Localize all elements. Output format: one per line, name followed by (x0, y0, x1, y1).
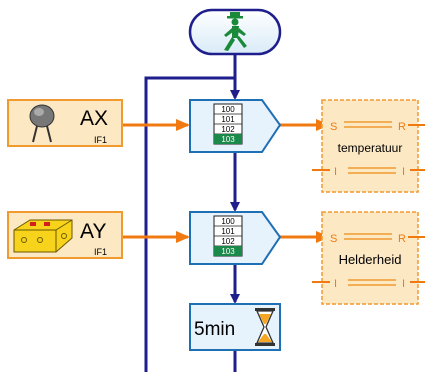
value-list: 100 101 102 103 (213, 103, 243, 145)
input-sub-ax: IF1 (94, 135, 107, 145)
hourglass-icon (255, 308, 275, 346)
input-sub-ay: IF1 (94, 247, 107, 257)
value-list: 100 101 102 103 (213, 215, 243, 257)
reset-label: R (398, 233, 406, 245)
variable-name: Helderheid (339, 252, 402, 267)
list-row-selected: 103 (221, 135, 235, 144)
set-label: S (330, 121, 337, 133)
input-block-ay[interactable]: AY IF1 (7, 211, 123, 259)
wait-block[interactable]: 5min (189, 303, 281, 351)
walking-pedestrian-icon (224, 12, 247, 51)
list-row: 100 (221, 217, 235, 226)
variable-name: temperatuur (338, 141, 403, 155)
input-label-ax: AX (80, 107, 108, 130)
flipflop-block-helderheid[interactable]: S R Helderheid I I (312, 211, 425, 305)
selector-block-1[interactable]: 100 101 102 103 (189, 99, 282, 153)
flow-lines (144, 54, 240, 372)
input-block-ax[interactable]: AX IF1 (7, 99, 123, 147)
temperature-sensor-icon (29, 104, 55, 143)
loop-back-line (144, 76, 235, 372)
reset-label: R (398, 121, 406, 133)
flipflop-block-temperatuur[interactable]: S R temperatuur I I (312, 99, 425, 193)
wait-duration: 5min (194, 319, 235, 340)
list-row-selected: 103 (221, 247, 235, 256)
list-row: 100 (221, 105, 235, 114)
i-right-label: I (402, 278, 405, 290)
i-left-label: I (334, 278, 337, 290)
i-left-label: I (334, 166, 337, 178)
list-row: 101 (221, 115, 235, 124)
list-row: 102 (221, 237, 235, 246)
list-row: 102 (221, 125, 235, 134)
light-sensor-block-icon (13, 219, 73, 253)
set-label: S (330, 233, 337, 245)
start-block[interactable] (188, 8, 282, 56)
list-row: 101 (221, 227, 235, 236)
input-label-ay: AY (80, 220, 106, 243)
selector-block-2[interactable]: 100 101 102 103 (189, 211, 282, 265)
i-right-label: I (402, 166, 405, 178)
data-lines (122, 119, 330, 243)
